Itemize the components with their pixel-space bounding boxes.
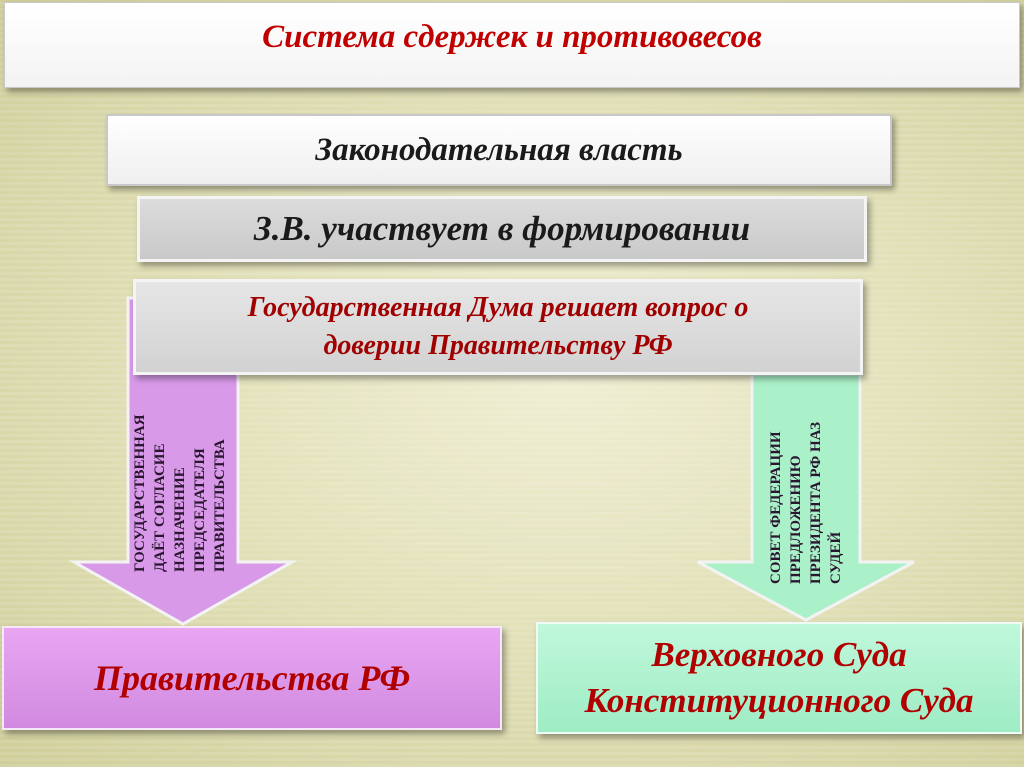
slide-title: Система сдержек и противовесов xyxy=(4,2,1020,88)
right-arrow-line-2: ПРЕДЛОЖЕНИЮ xyxy=(788,455,804,584)
legislative-power-box: Законодательная власть xyxy=(106,114,892,186)
left-arrow-line-2: ДАЁТ СОГЛАСИЕ xyxy=(152,443,168,572)
participation-label: З.В. участвует в формировании xyxy=(253,209,751,248)
supreme-court-label: Верховного Суда xyxy=(651,635,907,674)
left-arrow-line-3: НАЗНАЧЕНИЕ xyxy=(172,467,188,572)
right-arrow-text: СОВЕТ ФЕДЕРАЦИИ ПРЕДЛОЖЕНИЮ ПРЕЗИДЕНТА Р… xyxy=(766,378,862,584)
right-down-arrow-shape xyxy=(697,372,915,622)
right-arrow-line-4: СУДЕЙ xyxy=(828,531,844,584)
slide-title-text: Система сдержек и противовесов xyxy=(262,19,762,55)
right-arrow-line-3: ПРЕЗИДЕНТА РФ НАЗ xyxy=(808,421,824,584)
left-arrow-line-4: ПРЕДСЕДАТЕЛЯ xyxy=(192,448,208,572)
left-arrow-line-5: ПРАВИТЕЛЬСТВА xyxy=(212,439,228,572)
legislative-power-label: Законодательная власть xyxy=(315,131,683,168)
left-arrow-text: ГОСУДАРСТВЕННАЯ ДАЁТ СОГЛАСИЕ НАЗНАЧЕНИЕ… xyxy=(130,372,242,573)
constitutional-court-label: Конституционного Суда xyxy=(584,681,974,720)
duma-line-1: Государственная Дума решает вопрос о xyxy=(247,292,749,323)
government-box: Правительства РФ xyxy=(2,626,502,730)
courts-box: Верховного Суда Конституционного Суда xyxy=(536,622,1022,734)
right-arrow-line-1: СОВЕТ ФЕДЕРАЦИИ xyxy=(768,431,784,584)
left-arrow-line-1: ГОСУДАРСТВЕННАЯ xyxy=(132,414,148,573)
duma-box: Государственная Дума решает вопрос о дов… xyxy=(133,279,863,375)
participation-box: З.В. участвует в формировании xyxy=(137,196,867,262)
government-label: Правительства РФ xyxy=(93,658,411,698)
duma-line-2: доверии Правительству РФ xyxy=(323,330,673,361)
right-down-arrow xyxy=(697,372,915,622)
